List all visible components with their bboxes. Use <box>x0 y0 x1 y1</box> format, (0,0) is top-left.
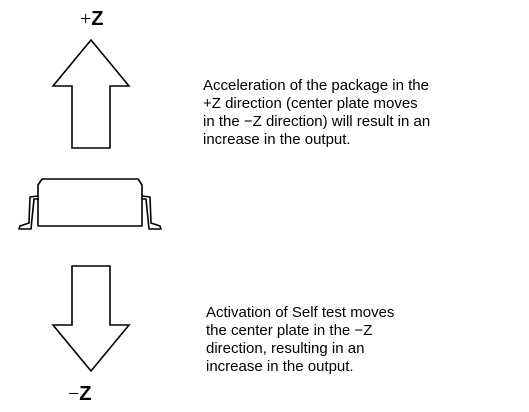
minus-z-axis: Z <box>79 383 92 405</box>
self-test-line-4: increase in the output. <box>206 358 354 375</box>
package-outline <box>18 178 162 230</box>
self-test-line-3: direction, resulting in an <box>206 340 365 357</box>
minus-z-label: −Z <box>68 383 92 405</box>
acceleration-line-4: increase in the output. <box>203 131 351 148</box>
acceleration-line-1: Acceleration of the package in the <box>203 77 429 94</box>
acceleration-description: Acceleration of the package in the +Z di… <box>203 77 430 149</box>
acceleration-line-3: in the −Z direction) will result in an <box>203 113 431 130</box>
self-test-line-1: Activation of Self test moves <box>206 304 395 321</box>
up-arrow <box>51 38 131 149</box>
self-test-description: Activation of Self test moves the center… <box>206 304 394 376</box>
minus-z-sign: − <box>68 383 80 405</box>
plus-z-axis: Z <box>91 8 104 30</box>
plus-z-label: +Z <box>80 8 104 30</box>
acceleration-line-2: +Z direction (center plate moves <box>203 95 418 112</box>
self-test-line-2: the center plate in the −Z <box>206 322 373 339</box>
plus-z-sign: + <box>80 8 92 30</box>
down-arrow <box>51 265 131 373</box>
